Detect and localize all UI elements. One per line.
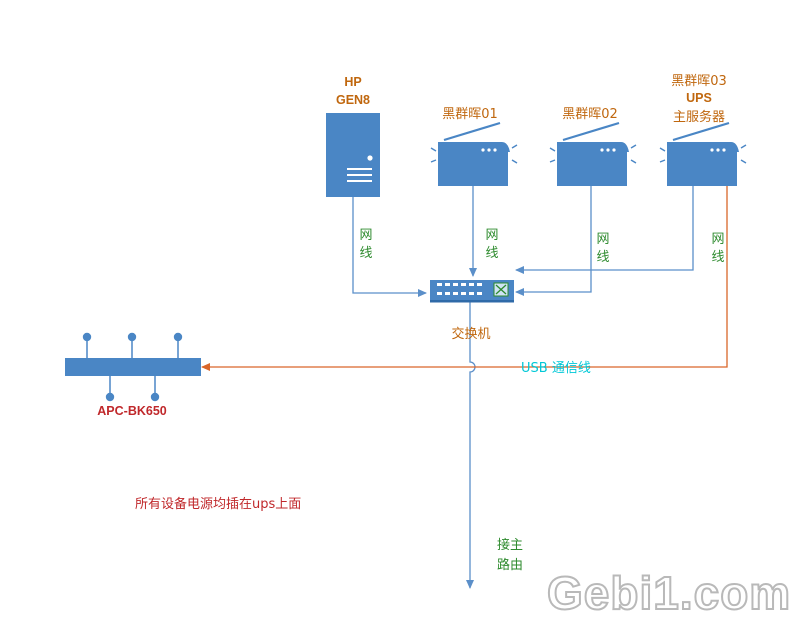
nas-body — [557, 142, 629, 186]
server-vent-line — [347, 180, 372, 182]
wire-nas3-to-switch — [515, 186, 694, 274]
nas-antenna — [443, 121, 501, 142]
wireless-signal-icon — [549, 144, 637, 164]
net-label-hp-1: 网 — [359, 228, 372, 243]
nas-body — [438, 142, 510, 186]
wire-nas2-to-switch — [515, 186, 592, 296]
nas-02-label: 黑群晖02 — [562, 107, 618, 122]
ups-label: APC-BK650 — [97, 404, 167, 418]
wire-usb-nas3-to-ups — [201, 152, 728, 371]
nas-led-icon — [493, 148, 497, 152]
ups-outlet-dot-icon — [127, 332, 137, 342]
switch-label: 交换机 — [451, 326, 490, 342]
network-switch — [430, 280, 514, 303]
nas-03-label-line3: 主服务器 — [673, 109, 725, 125]
switch-cross-icon — [493, 282, 509, 297]
nas-led-icon — [722, 148, 726, 152]
hp-label-line1: HP — [344, 75, 361, 89]
wireless-signal-icon — [430, 144, 518, 164]
hp-label-line2: GEN8 — [336, 93, 370, 107]
nas-led-icon — [481, 148, 485, 152]
router-label-line1: 接主 — [497, 537, 523, 553]
server-power-light-icon — [367, 155, 373, 161]
nas-led-icon — [606, 148, 610, 152]
nas-02-device — [549, 121, 637, 186]
nas-led-icon — [710, 148, 714, 152]
net-label-nas2-1: 网 — [596, 232, 609, 247]
net-label-nas3-1: 网 — [711, 232, 724, 247]
net-label-nas1-1: 网 — [485, 228, 498, 243]
ups-outlet-dot-icon — [105, 392, 115, 402]
nas-03-device — [659, 121, 747, 186]
connection-wires — [352, 186, 694, 589]
server-vent-line — [347, 168, 372, 170]
watermark-text: Gebi1.com — [547, 567, 791, 617]
wireless-signal-icon — [659, 144, 747, 164]
nas-03-label-line2: UPS — [686, 91, 712, 105]
ups-outlet-dot-icon — [150, 392, 160, 402]
ups-device — [65, 332, 201, 402]
nas-body — [667, 142, 739, 186]
power-note: 所有设备电源均插在ups上面 — [135, 496, 301, 512]
usb-cable-label: USB 通信线 — [521, 361, 591, 376]
switch-body — [430, 280, 514, 300]
ups-body — [65, 358, 201, 376]
server-tower-body — [326, 113, 380, 197]
net-label-hp-2: 线 — [359, 246, 372, 261]
wire-hp-to-switch — [352, 196, 427, 297]
nas-led-icon — [612, 148, 616, 152]
router-label-line2: 路由 — [497, 557, 523, 573]
nas-led-icon — [487, 148, 491, 152]
switch-port-icons — [437, 283, 482, 295]
hp-gen8-server — [326, 113, 380, 197]
nas-01-device — [430, 121, 518, 186]
nas-antenna — [672, 121, 730, 142]
nas-01-label: 黑群晖01 — [442, 107, 498, 122]
net-label-nas3-2: 线 — [711, 250, 724, 265]
nas-led-icon — [716, 148, 720, 152]
switch-base — [430, 300, 514, 303]
ups-outlet-dot-icon — [82, 332, 92, 342]
net-label-nas2-2: 线 — [596, 250, 609, 265]
wire-switch-to-router — [466, 302, 476, 589]
ups-outlet-dot-icon — [173, 332, 183, 342]
server-vent-line — [347, 174, 372, 176]
nas-03-label-line1: 黑群晖03 — [671, 74, 727, 89]
nas-led-icon — [600, 148, 604, 152]
nas-antenna — [562, 121, 620, 142]
net-label-nas1-2: 线 — [485, 246, 498, 261]
